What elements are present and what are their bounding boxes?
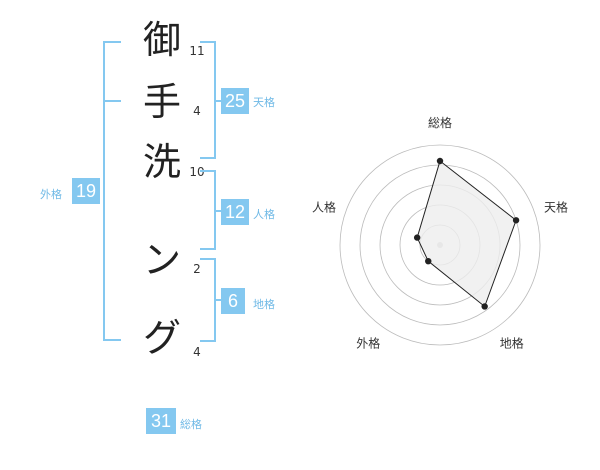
name-char-4: ン (142, 238, 181, 282)
tenkaku-value: 25 (221, 88, 249, 114)
radar-axis-label-1: 総格 (428, 115, 452, 130)
tenkaku-bracket-tick (214, 100, 222, 102)
jinkaku-bracket-tick (214, 210, 222, 212)
stroke-count-4: 2 (193, 262, 201, 276)
name-char-2: 手 (142, 80, 181, 124)
chikaku-value: 6 (221, 288, 245, 314)
stroke-count-5: 4 (193, 345, 201, 359)
tenkaku-label: 天格 (253, 96, 275, 109)
radar-point-3 (481, 303, 488, 310)
gaikaku-bracket (103, 41, 121, 341)
radar-axis-label-5: 人格 (312, 199, 336, 214)
radar-axis-label-3: 地格 (500, 336, 524, 351)
radar-point-1 (436, 157, 444, 165)
radar-shape (413, 157, 520, 310)
radar-point-5 (413, 234, 421, 241)
radar-ring-5 (339, 144, 541, 346)
radar-polygon (416, 160, 517, 308)
jinkaku-label: 人格 (253, 208, 275, 221)
gaikaku-bracket-tick (103, 100, 121, 102)
stroke-count-1: 11 (189, 44, 205, 58)
gaikaku-label: 外格 (40, 188, 62, 201)
radar-axis-label-2: 天格 (544, 199, 568, 214)
radar-point-2 (512, 217, 520, 224)
soukaku-label: 総格 (180, 418, 202, 431)
jinkaku-value: 12 (221, 199, 249, 225)
radar-point-4 (425, 257, 432, 265)
chikaku-bracket-tick (214, 299, 222, 301)
stroke-count-3: 10 (189, 165, 205, 179)
gaikaku-value: 19 (72, 178, 100, 204)
chikaku-label: 地格 (253, 298, 275, 311)
radar-axis-label-4: 外格 (356, 336, 380, 351)
name-char-3: 洗 (142, 140, 181, 184)
soukaku-value: 31 (146, 408, 176, 434)
name-char-5: グ (142, 316, 181, 360)
stroke-count-2: 4 (193, 104, 201, 118)
name-char-1: 御 (142, 18, 181, 62)
